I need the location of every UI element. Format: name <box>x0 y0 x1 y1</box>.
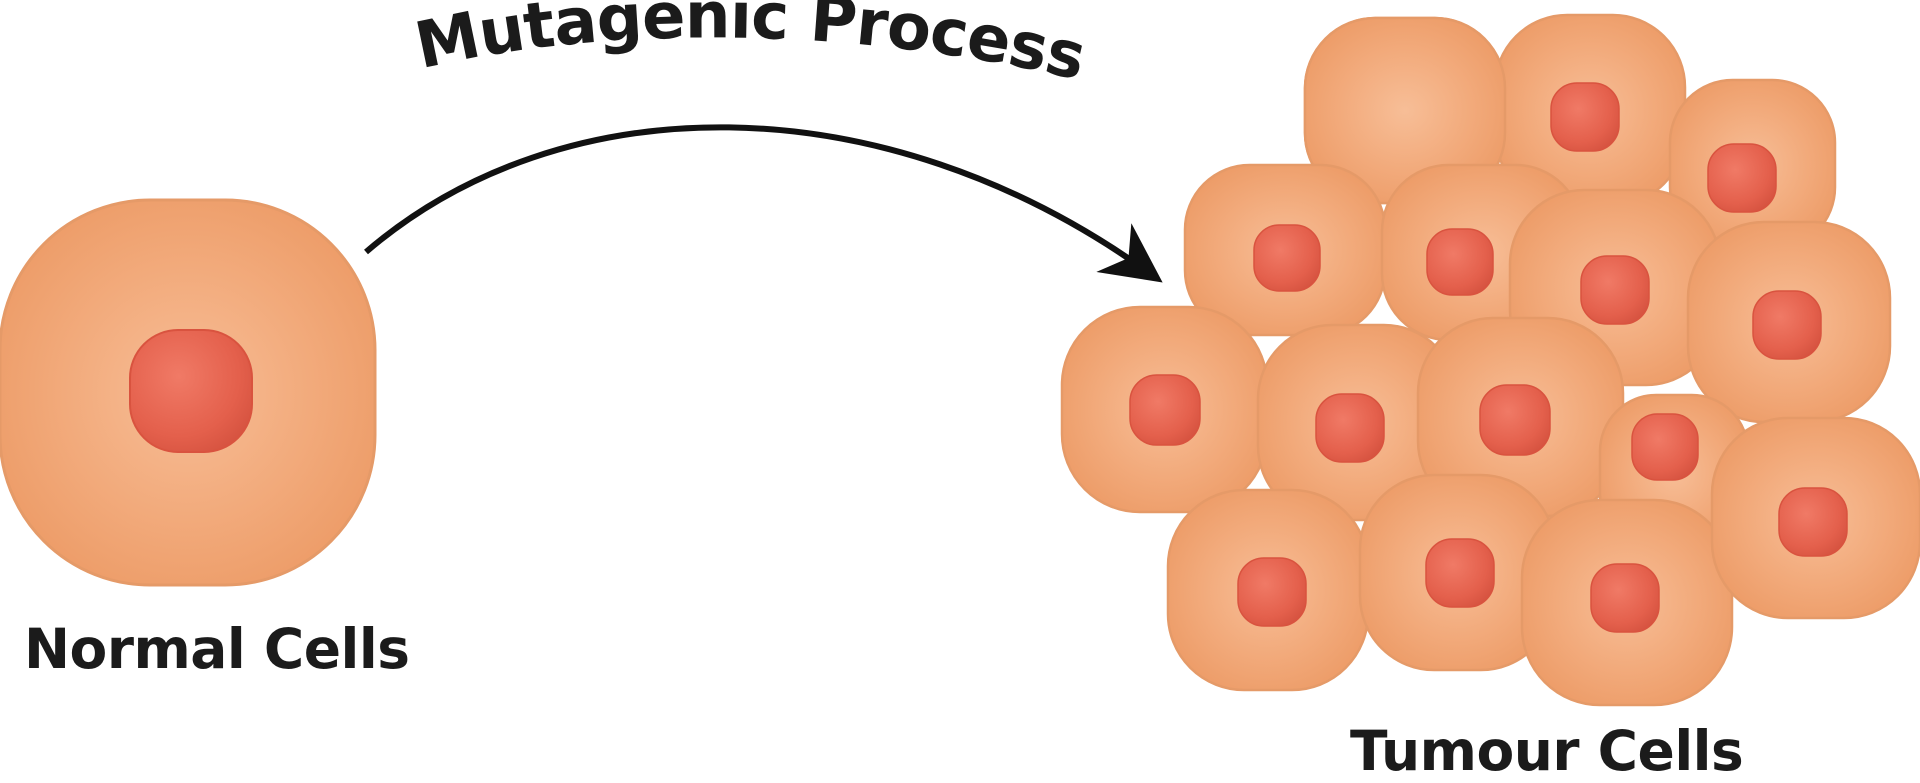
normal-cell <box>0 198 377 587</box>
tumour-cell-nucleus <box>1426 228 1494 296</box>
tumour-cell-cluster <box>1060 13 1920 707</box>
tumour-cell-nucleus <box>1631 413 1699 481</box>
tumour-cell-nucleus <box>1425 538 1495 608</box>
tumour-cell <box>1668 78 1837 252</box>
normal-cells-label: Normal Cells <box>24 617 410 681</box>
tumour-cell-nucleus <box>1315 393 1385 463</box>
process-title: Mutagenic Process <box>409 0 1091 95</box>
tumour-cell <box>1520 498 1734 707</box>
process-title-text: Mutagenic Process <box>409 0 1092 95</box>
tumour-cell <box>1493 13 1687 207</box>
tumour-cell <box>1416 316 1625 518</box>
tumour-cell-nucleus <box>1253 224 1321 292</box>
tumour-cell-nucleus <box>1550 82 1620 152</box>
tumour-cell-nucleus <box>1778 487 1848 557</box>
tumour-cell-nucleus <box>1707 143 1777 213</box>
tumour-cell-nucleus <box>1237 557 1307 627</box>
curved-arrow-icon <box>364 124 1163 283</box>
tumour-cell-nucleus <box>1479 384 1551 456</box>
tumour-cell <box>1060 305 1269 514</box>
tumour-cell <box>1183 163 1387 337</box>
tumour-cell <box>1256 323 1460 522</box>
tumour-cell <box>1710 416 1920 620</box>
tumour-cell <box>1686 220 1892 424</box>
normal-cell-nucleus <box>129 329 253 453</box>
tumour-cell <box>1166 488 1370 692</box>
tumour-cell-nucleus <box>1752 290 1822 360</box>
tumour-cell-nucleus <box>1580 255 1650 325</box>
tumour-cell-nucleus <box>1129 374 1201 446</box>
tumour-cell-nucleus <box>1590 563 1660 633</box>
tumour-cells-label: Tumour Cells <box>1350 719 1744 783</box>
